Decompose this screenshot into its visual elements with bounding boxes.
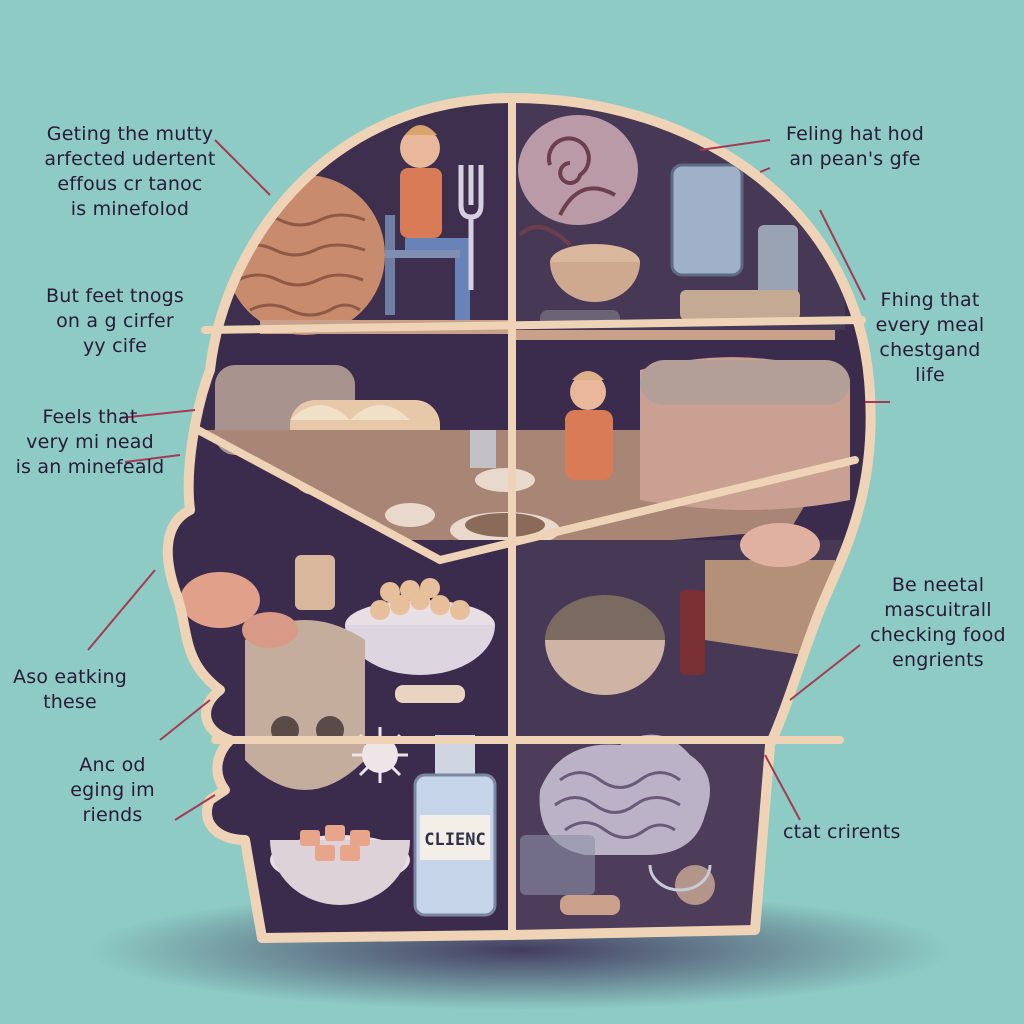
annotation-left-2: But feet tnogs on a g cirfer yy cife	[46, 285, 184, 357]
virus-icon	[352, 727, 408, 783]
annotation-left-4: Aso eatking these	[13, 666, 127, 713]
blender-icon	[670, 163, 744, 277]
fork-icon	[458, 165, 484, 290]
dividers	[194, 98, 866, 939]
person-sitting-icon	[385, 125, 470, 323]
annotation-top-left: Geting the mutty arfected udertent effou…	[44, 123, 216, 220]
annotation-right-4: ctat crirents	[783, 821, 901, 843]
head-silhouette-icon	[162, 93, 876, 943]
bottle-label: CLIENC	[424, 830, 485, 850]
bottle-icon: CLIENC	[413, 735, 497, 917]
annotation-left-5: Anc od eging im riends	[70, 754, 155, 826]
person-worried-icon	[565, 371, 613, 480]
annotation-top-right: Feling hat hod an pean's gfe	[786, 123, 924, 170]
panel-middle	[195, 340, 855, 560]
panel-top-right	[515, 100, 845, 342]
leader-lines	[87, 139, 890, 821]
skull-icon	[245, 620, 365, 790]
annotation-right-3: Be neetal mascuitrall checking food engr…	[870, 574, 1006, 671]
annotation-right-2: Fhing that every meal chestgand life	[875, 289, 985, 386]
annotation-left-3: Feels that very mi nead is an minefeald	[15, 406, 165, 478]
